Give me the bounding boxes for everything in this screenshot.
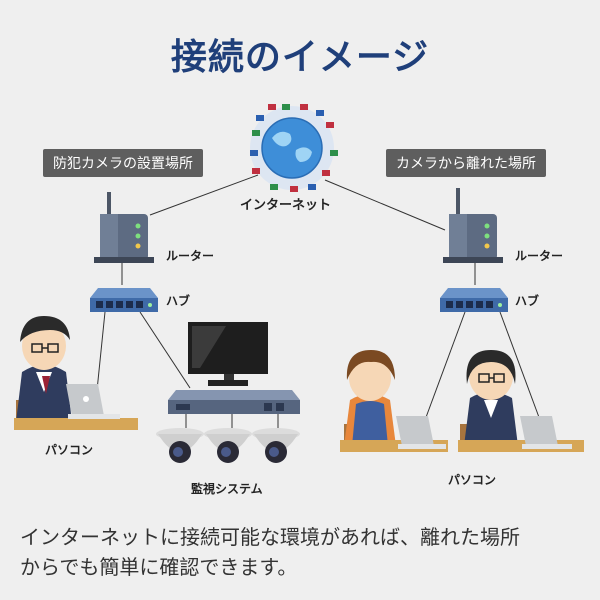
right-hub-icon xyxy=(440,288,508,312)
dome-camera-icon xyxy=(252,428,300,463)
left-router-icon xyxy=(94,192,154,263)
caption-line-2: からでも簡単に確認できます。 xyxy=(20,555,298,579)
internet-globe-icon xyxy=(250,104,338,192)
right-person-pc-illustration xyxy=(340,350,448,452)
left-hub-icon xyxy=(90,288,158,312)
right-hub-label: ハブ xyxy=(515,294,540,308)
left-person-pc-illustration xyxy=(14,316,138,430)
page-title: 接続のイメージ xyxy=(170,37,430,78)
internet-label: インターネット xyxy=(240,198,332,213)
monitoring-system-label: 監視システム xyxy=(191,482,263,496)
caption: インターネットに接続可能な環境があれば、離れた場所 からでも簡単に確認できます。 xyxy=(20,522,590,582)
right-person-pc-illustration xyxy=(458,350,584,452)
right-pc-label: パソコン xyxy=(448,473,497,487)
left-location-tag: 防犯カメラの設置場所 xyxy=(43,149,203,177)
recorder-icon xyxy=(168,390,300,414)
caption-line-1: インターネットに接続可能な環境があれば、離れた場所 xyxy=(20,525,520,549)
left-router-label: ルーター xyxy=(166,249,215,263)
connection-lines xyxy=(94,174,541,421)
dome-camera-icon xyxy=(204,428,252,463)
dome-camera-icon xyxy=(156,428,204,463)
monitor-icon xyxy=(188,322,268,386)
right-router-label: ルーター xyxy=(515,249,564,263)
right-router-icon xyxy=(443,188,503,263)
left-pc-label: パソコン xyxy=(45,443,94,457)
right-location-tag: カメラから離れた場所 xyxy=(386,149,546,177)
left-hub-label: ハブ xyxy=(166,294,191,308)
